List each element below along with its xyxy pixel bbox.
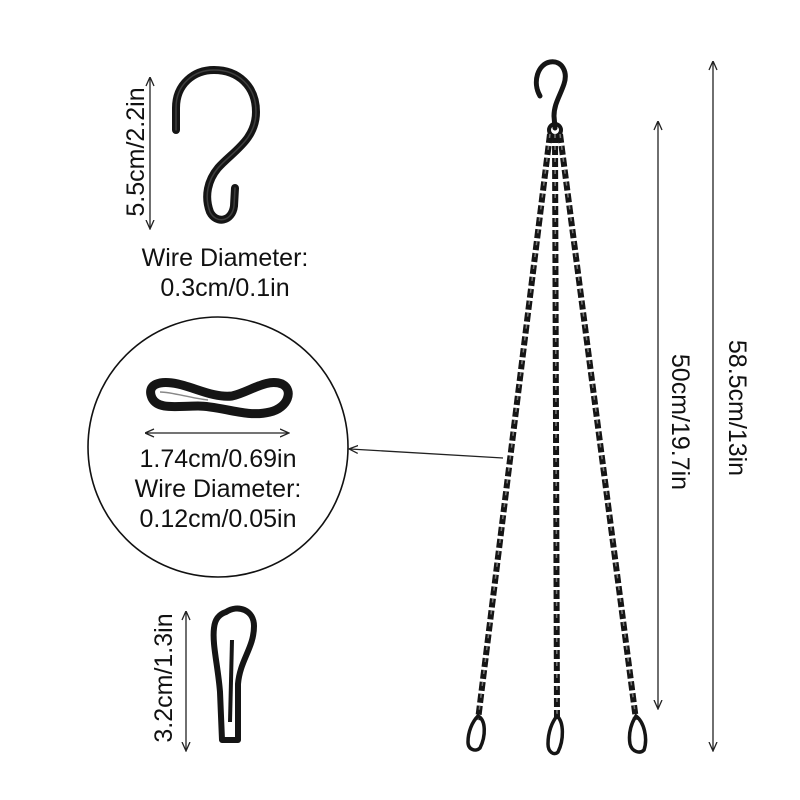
s-hook-wire-diameter-label: Wire Diameter:: [141, 244, 309, 272]
snap-hook-icon: [210, 605, 257, 743]
chain-strand-left: [475, 133, 553, 721]
s-hook-height-label: 5.5cm/2.2in: [122, 87, 150, 217]
s-hook-wire-diameter-value: 0.3cm/0.1in: [160, 274, 290, 302]
total-length-label: 58.5cm/13in: [723, 339, 751, 477]
bottom-clip-right-icon: [627, 713, 648, 754]
bottom-clip-left-icon: [466, 713, 486, 752]
chain-link-icon: [146, 378, 293, 419]
hanging-chain-assembly: [466, 59, 648, 756]
chain-length-label: 50cm/19.7in: [666, 353, 694, 491]
chain-strand-center: [552, 133, 560, 721]
chain-link-length-label: 1.74cm/0.69in: [139, 445, 297, 473]
bottom-clip-center-icon: [546, 713, 565, 756]
callout-pointer-arrow: [350, 449, 504, 459]
snap-hook-height-label: 3.2cm/1.3in: [150, 613, 178, 743]
chain-link-wire-diameter-value: 0.12cm/0.05in: [139, 505, 297, 533]
chain-strand-right: [557, 133, 639, 721]
s-hook-icon: [172, 66, 260, 224]
top-hook-icon: [533, 59, 568, 131]
chain-link-wire-diameter-label: Wire Diameter:: [134, 475, 302, 503]
